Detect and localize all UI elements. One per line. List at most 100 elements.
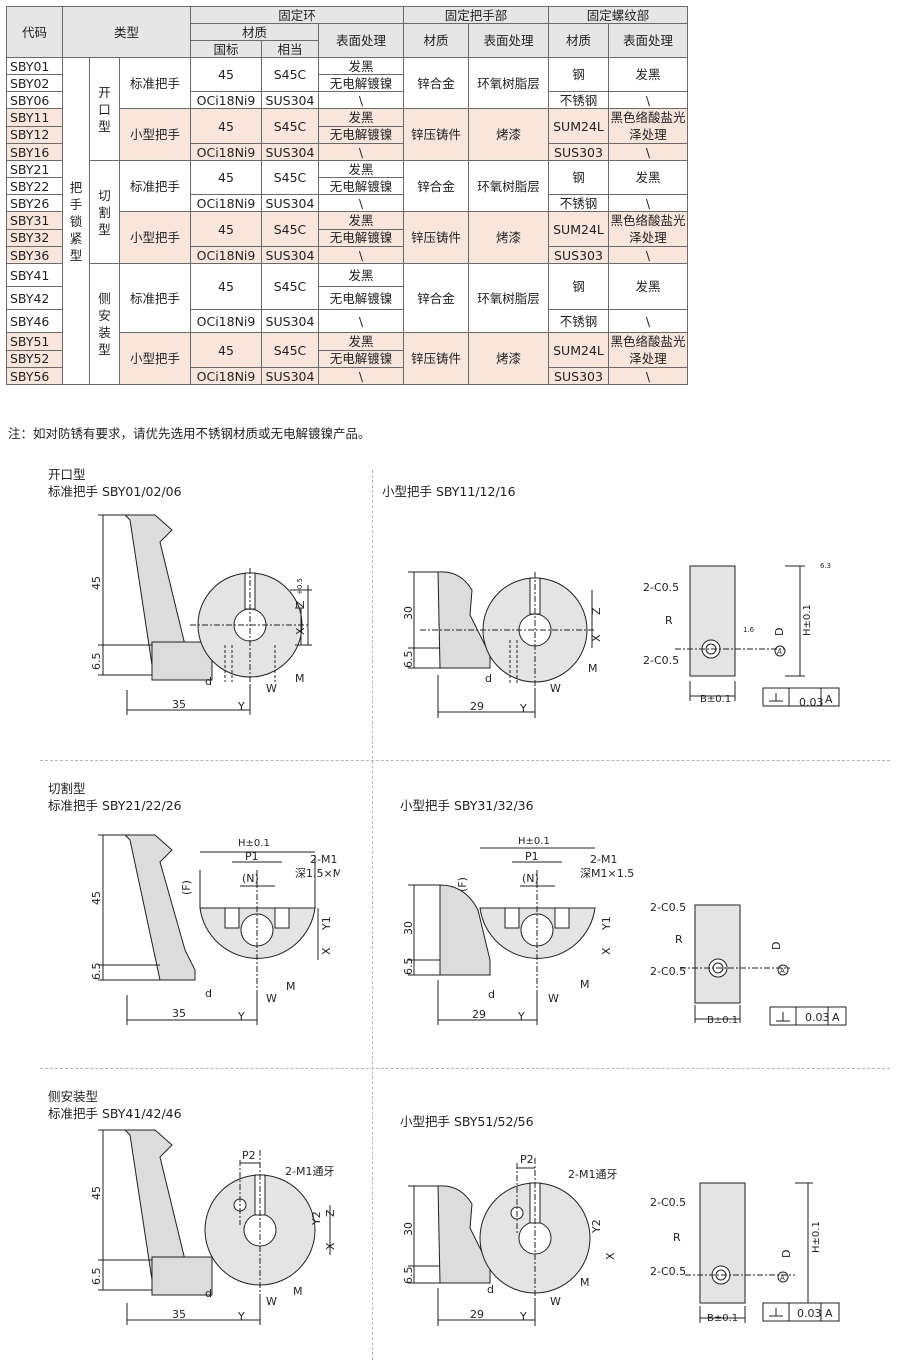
depth-label: 深1.5×M1 [295,867,340,880]
datum-a-circle: A [777,648,782,656]
thread-stainless: 不锈钢 [548,194,609,212]
dim-W: W [550,1295,561,1308]
thread-none: \ [608,143,688,161]
dim-Y: Y [519,1310,527,1323]
thread-none: \ [608,367,688,385]
dim-N: (N) [242,872,259,885]
handle-surf: 环氧树脂层 [468,263,549,333]
thread-none: \ [608,91,688,109]
mat-sus304: SUS304 [261,194,319,212]
header-thread-surface: 表面处理 [608,23,688,58]
thread-steel: 钢 [548,160,609,195]
code-cell: SBY02 [6,74,63,92]
mat-ocr: OCi18Ni9 [190,194,262,212]
code-cell: SBY11 [6,108,63,127]
handle-mat: 锌压铸件 [403,332,469,385]
dim-Y: Y [237,1010,245,1023]
code-cell: SBY21 [6,160,63,178]
m1-label: 2-M1 [310,853,337,866]
surf-none: \ [318,91,404,109]
dim-P2: P2 [520,1153,534,1166]
handle-mat: 锌合金 [403,57,469,109]
thru-label: 2-M1通牙 [285,1165,334,1178]
thread-black: 发黑 [608,57,688,92]
dim-W: W [548,992,559,1005]
mat-45: 45 [190,211,262,247]
mat-ocr: OCi18Ni9 [190,367,262,385]
tolerance-value: 0.03 [799,696,824,709]
datum-a: A [825,693,833,706]
cut-type-label: 切割型 [89,160,120,264]
mat-ocr: OCi18Ni9 [190,91,262,109]
mat-45: 45 [190,57,262,92]
mat-s45c: S45C [261,57,319,92]
thread-sum24l: SUM24L [548,108,609,144]
surf-nickel: 无电解镀镍 [318,286,404,310]
section-subtitle: 标准把手 SBY41/42/46 [48,1106,182,1121]
thread-sus303: SUS303 [548,143,609,161]
thread-chromate: 黑色络酸盐光泽处理 [608,332,688,368]
mat-ocr: OCi18Ni9 [190,246,262,264]
mat-s45c: S45C [261,211,319,247]
dim-M: M [580,978,590,991]
dim-d: d [205,1287,212,1300]
surf-none: \ [318,143,404,161]
header-fixed-thread: 固定螺纹部 [548,6,688,24]
surf-nickel: 无电解镀镍 [318,125,404,144]
surf-black: 发黑 [318,108,404,127]
dim-H: H±0.1 [238,838,270,849]
datum-a: A [825,1307,833,1320]
handle-surf: 烤漆 [468,108,549,161]
dim-30: 30 [402,1222,415,1236]
mat-45: 45 [190,263,262,310]
dim-35: 35 [172,1308,186,1321]
code-cell: SBY16 [6,143,63,161]
r-label: R [665,614,673,627]
mat-ocr: OCi18Ni9 [190,309,262,333]
surf-black: 发黑 [318,263,404,287]
dim-45: 45 [90,1186,103,1200]
c05-label: 2-C0.5 [650,1265,686,1278]
thread-stainless: 不锈钢 [548,309,609,333]
handle-standard: 标准把手 [119,57,191,109]
code-cell: SBY36 [6,246,63,264]
drawing-cut-standard: 45 6.5 35 Y W M d H±0.1 P1 (N) (F) 2-M1 … [90,834,340,1025]
thread-steel: 钢 [548,263,609,310]
dim-B: B±0.1 [707,1015,738,1026]
dim-6-5: 6.5 [90,1268,103,1286]
dim-Z: Z [324,1209,337,1217]
handle-mat: 锌压铸件 [403,108,469,161]
surf-nickel: 无电解镀镍 [318,228,404,247]
r-label: R [675,933,683,946]
dim-F: (F) [180,880,193,895]
datum-a-circle: A [780,1274,785,1282]
dim-Z-tol: +0.5 [296,578,304,595]
handle-small: 小型把手 [119,332,191,385]
tolerance-value: 0.03 [805,1011,830,1024]
dim-Y: Y [237,1310,245,1323]
dim-30: 30 [402,606,415,620]
mat-sus304: SUS304 [261,309,319,333]
dim-29: 29 [472,1008,486,1021]
dim-M: M [286,980,296,993]
section-divider-vertical [372,470,373,1360]
thread-chromate: 黑色络酸盐光泽处理 [608,211,688,247]
dim-d: d [488,988,495,1001]
header-surface: 表面处理 [318,23,404,58]
thread-none: \ [608,309,688,333]
surf-black: 发黑 [318,332,404,351]
code-cell: SBY01 [6,57,63,75]
code-cell: SBY31 [6,211,63,230]
thread-chromate: 黑色络酸盐光泽处理 [608,108,688,144]
surf-nickel: 无电解镀镍 [318,349,404,368]
section-title-open: 开口型 [48,467,86,482]
header-handle-surface: 表面处理 [468,23,549,58]
dim-Y: Y [517,1010,525,1023]
r-label: R [673,1231,681,1244]
drawing-open-small: 30 6.5 29 Y W M d X Z [402,571,603,718]
thread-none: \ [608,194,688,212]
mat-sus304: SUS304 [261,91,319,109]
header-thread-material: 材质 [548,23,609,58]
mat-45: 45 [190,108,262,144]
code-cell: SBY26 [6,194,63,212]
